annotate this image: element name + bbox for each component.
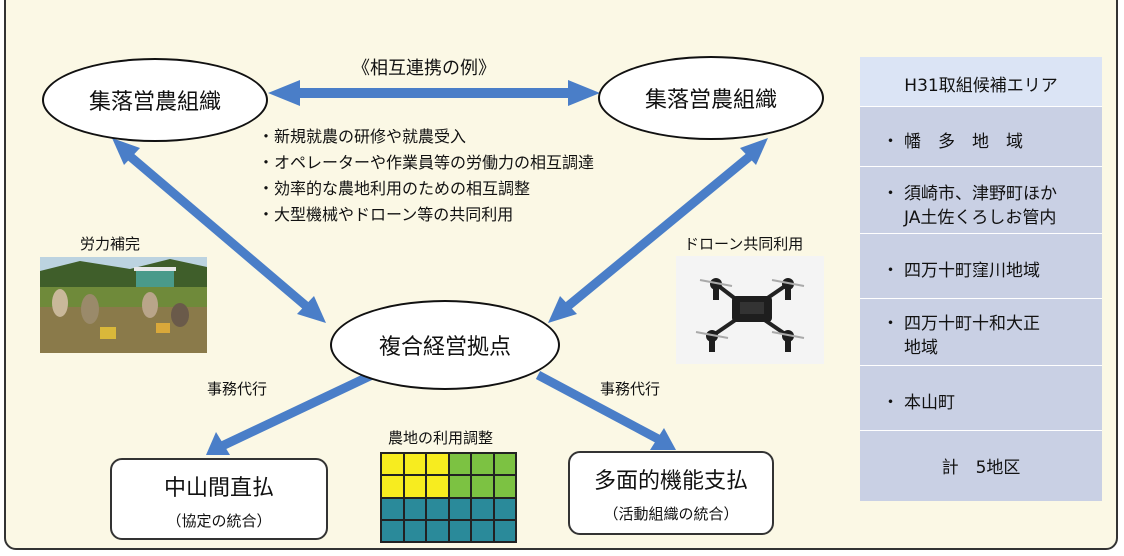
arrow-hub-left-box-shaft xyxy=(220,370,374,451)
land-use-grid xyxy=(380,452,517,543)
cooperation-item: ・オペレーターや作業員等の労働力の相互調達 xyxy=(258,153,595,172)
land-plot-cell xyxy=(471,453,494,476)
land-plot-cell xyxy=(381,519,404,542)
land-plot-cell xyxy=(448,475,471,498)
area-line: 本山町 xyxy=(904,393,955,413)
area-line: 幡 多 地 域 xyxy=(904,132,1023,152)
area-bullet: ・ xyxy=(882,261,899,281)
area-bullet: ・ xyxy=(882,314,899,334)
cooperation-item: ・新規就農の研修や就農受入 xyxy=(258,127,467,146)
land-plot-cell xyxy=(403,453,426,476)
village-org-right-label: 集落営農組織 xyxy=(644,88,777,113)
area-bullet: ・ xyxy=(882,132,899,152)
land-plot-cell xyxy=(403,497,426,520)
land-plot-cell xyxy=(426,497,449,520)
admin-left-label: 事務代行 xyxy=(207,380,268,398)
drone-photo xyxy=(676,256,824,364)
land-plot-cell xyxy=(471,475,494,498)
land-plot-cell xyxy=(448,453,471,476)
arrowhead-left-box xyxy=(206,432,230,455)
admin-right-label: 事務代行 xyxy=(600,380,661,398)
area-row: ・ 幡 多 地 域 xyxy=(860,107,1102,167)
area-header-text: H31取組候補エリア xyxy=(904,76,1058,96)
land-plot-cell xyxy=(381,475,404,498)
cooperation-title: 《相互連携の例》 xyxy=(352,58,496,79)
land-plot-cell xyxy=(471,497,494,520)
area-bullet: ・ xyxy=(882,184,899,204)
box-tamenteki: 多面的機能支払 （活動組織の統合） xyxy=(568,451,774,535)
land-plot-cell xyxy=(493,475,516,498)
hub-node: 複合経営拠点 xyxy=(330,300,560,390)
hub-label: 複合経営拠点 xyxy=(378,335,511,360)
village-org-left-label: 集落営農組織 xyxy=(88,90,221,115)
area-line: 四万十町窪川地域 xyxy=(904,261,1040,281)
cooperation-list: ・新規就農の研修や就農受入 ・オペレーターや作業員等の労働力の相互調達 ・効率的… xyxy=(258,124,594,228)
box-chusankan: 中山間直払 （協定の統合） xyxy=(110,458,328,540)
area-line: JA土佐くろしお管内 xyxy=(904,208,1057,228)
arrow-villages xyxy=(268,80,600,106)
arrowhead-right-box xyxy=(650,428,676,450)
land-plot-cell xyxy=(426,519,449,542)
area-total: 計 5地区 xyxy=(941,458,1021,478)
arrow-left-hub-shaft xyxy=(122,148,315,315)
land-plot-cell xyxy=(381,497,404,520)
cooperation-item: ・大型機械やドローン等の共同利用 xyxy=(258,205,514,224)
area-total-row: 計 5地区 xyxy=(860,431,1102,501)
box-chusankan-title: 中山間直払 xyxy=(163,476,274,501)
village-org-right: 集落営農組織 xyxy=(598,56,824,140)
arrowhead-left-top xyxy=(112,138,140,165)
land-plot-cell xyxy=(493,453,516,476)
arrow-right-hub-shaft xyxy=(559,148,758,315)
land-plot-cell xyxy=(426,475,449,498)
drone-caption: ドローン共同利用 xyxy=(684,235,804,253)
land-plot-cell xyxy=(381,453,404,476)
box-chusankan-sub: （協定の統合） xyxy=(166,512,272,530)
area-row: ・ 四万十町窪川地域 xyxy=(860,234,1102,299)
land-plot-cell xyxy=(471,519,494,542)
land-plot-cell xyxy=(448,497,471,520)
area-line: 四万十町十和大正 xyxy=(904,314,1040,334)
land-plot-cell xyxy=(403,519,426,542)
area-row: ・ 四万十町十和大正 地域 xyxy=(860,299,1102,366)
area-line: 地域 xyxy=(904,338,938,358)
land-plot-cell xyxy=(426,453,449,476)
farm-workers-photo xyxy=(40,257,207,353)
cooperation-item: ・効率的な農地利用のための相互調整 xyxy=(258,179,531,198)
area-bullet: ・ xyxy=(882,393,899,413)
labor-caption: 労力補完 xyxy=(80,235,141,253)
candidate-area-table: H31取組候補エリア ・ 幡 多 地 域 ・ 須崎市、津野町ほか JA土佐くろし… xyxy=(860,57,1102,501)
village-org-left: 集落営農組織 xyxy=(42,58,268,142)
arrowhead-right-top xyxy=(740,138,768,165)
area-row: ・ 本山町 xyxy=(860,366,1102,431)
arrow-hub-right-box-shaft xyxy=(535,371,663,444)
area-line: 須崎市、津野町ほか xyxy=(904,184,1057,204)
arrowhead-right-hub xyxy=(548,296,577,323)
land-plot-cell xyxy=(493,497,516,520)
area-row: ・ 須崎市、津野町ほか JA土佐くろしお管内 xyxy=(860,167,1102,234)
land-plot-cell xyxy=(493,519,516,542)
land-caption: 農地の利用調整 xyxy=(388,429,494,447)
land-plot-cell xyxy=(448,519,471,542)
arrowhead-left-hub xyxy=(297,296,326,323)
box-tamenteki-sub: （活動組織の統合） xyxy=(603,505,739,523)
land-plot-cell xyxy=(403,475,426,498)
area-header: H31取組候補エリア xyxy=(860,57,1102,107)
box-tamenteki-title: 多面的機能支払 xyxy=(593,469,748,494)
